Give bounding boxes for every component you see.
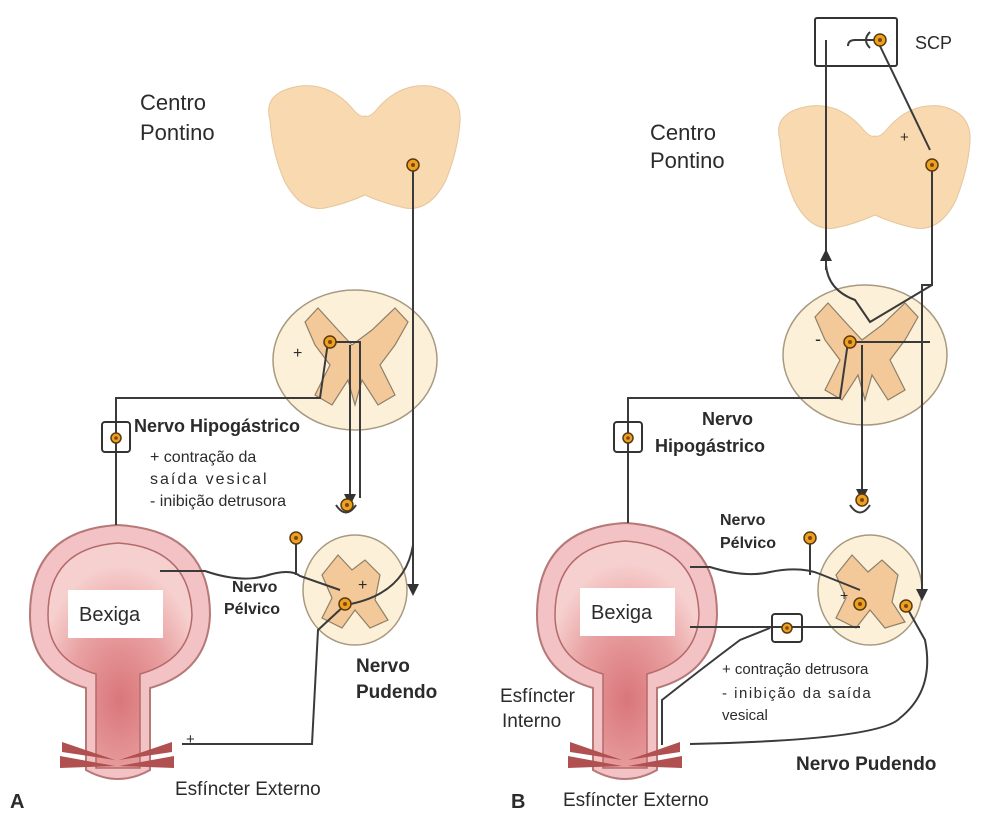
pelvic-effect-b-1: + contração detrusora <box>722 661 869 678</box>
plus-sign-a-sphincter: + <box>186 731 195 748</box>
pelvic-effect-b-2: - inibição da saída <box>722 685 872 702</box>
bladder-label-b: Bexiga <box>591 602 653 624</box>
neuron-lower-b2 <box>900 600 912 612</box>
bladder-label-a: Bexiga <box>79 604 141 626</box>
hypogastric-label-a: Nervo Hipogástrico <box>134 416 300 436</box>
internal-sphincter-label-b-line1: Esfíncter <box>500 686 576 707</box>
bladder-b <box>537 523 717 779</box>
pontine-center-label-a-line2: Pontino <box>140 120 215 145</box>
neuron-scp <box>874 34 886 46</box>
pontine-center-label-a-line1: Centro <box>140 90 206 115</box>
pontine-center-label-b-line1: Centro <box>650 120 716 145</box>
external-sphincter-label-b: Esfíncter Externo <box>563 790 709 811</box>
panel-letter-a: A <box>10 791 24 813</box>
hypo-effect-a-2: saída vesical <box>150 471 269 488</box>
plus-sign-b-lower: + <box>840 587 848 603</box>
neuron-pelvic-b <box>804 532 816 544</box>
pelvic-label-b-line1: Nervo <box>720 512 766 529</box>
neuron-cord-a <box>324 336 336 348</box>
neuron-pontine-b <box>926 159 938 171</box>
hypo-effect-a-1: + contração da <box>150 449 256 466</box>
external-sphincter-label-a: Esfíncter Externo <box>175 779 321 800</box>
neuron-pontine-a <box>407 159 419 171</box>
plus-sign-a-cord: + <box>293 345 302 362</box>
pelvic-effect-b-3: vesical <box>722 707 768 724</box>
spinal-cord-lower-b <box>818 535 922 645</box>
panel-a: Centro Pontino Nervo Hipogástrico + cont… <box>10 86 460 813</box>
pudendal-label-b: Nervo Pudendo <box>796 754 936 775</box>
bladder-a <box>30 525 210 779</box>
neuron-mid-a <box>341 499 353 511</box>
panel-b: SCP <box>500 18 970 813</box>
plus-sign-b-pons: + <box>900 129 909 146</box>
minus-sign-b-cord: - <box>815 329 821 349</box>
scp-label: SCP <box>915 33 952 53</box>
plus-sign-a-lower: + <box>358 577 367 594</box>
hypogastric-label-b-line1: Nervo <box>702 409 753 429</box>
hypogastric-label-b-line2: Hipogástrico <box>655 436 765 456</box>
pontine-center-b <box>779 106 971 229</box>
panel-letter-b: B <box>511 791 525 813</box>
pelvic-label-b-line2: Pélvico <box>720 535 776 552</box>
neuron-lower-b1 <box>854 598 866 610</box>
neuron-cord-b <box>844 336 856 348</box>
pudendal-label-a-line2: Pudendo <box>356 682 437 703</box>
pontine-center-a <box>269 86 461 209</box>
neuron-mid-b <box>856 494 868 506</box>
neuron-pelvic-a <box>290 532 302 544</box>
internal-sphincter-label-b-line2: Interno <box>502 711 561 732</box>
neuron-lower-a <box>339 598 351 610</box>
pelvic-label-a-line2: Pélvico <box>224 601 280 618</box>
pontine-center-label-b-line2: Pontino <box>650 148 725 173</box>
pudendal-label-a-line1: Nervo <box>356 656 410 677</box>
hypo-effect-a-3: - inibição detrusora <box>150 493 286 510</box>
pelvic-label-a-line1: Nervo <box>232 579 278 596</box>
